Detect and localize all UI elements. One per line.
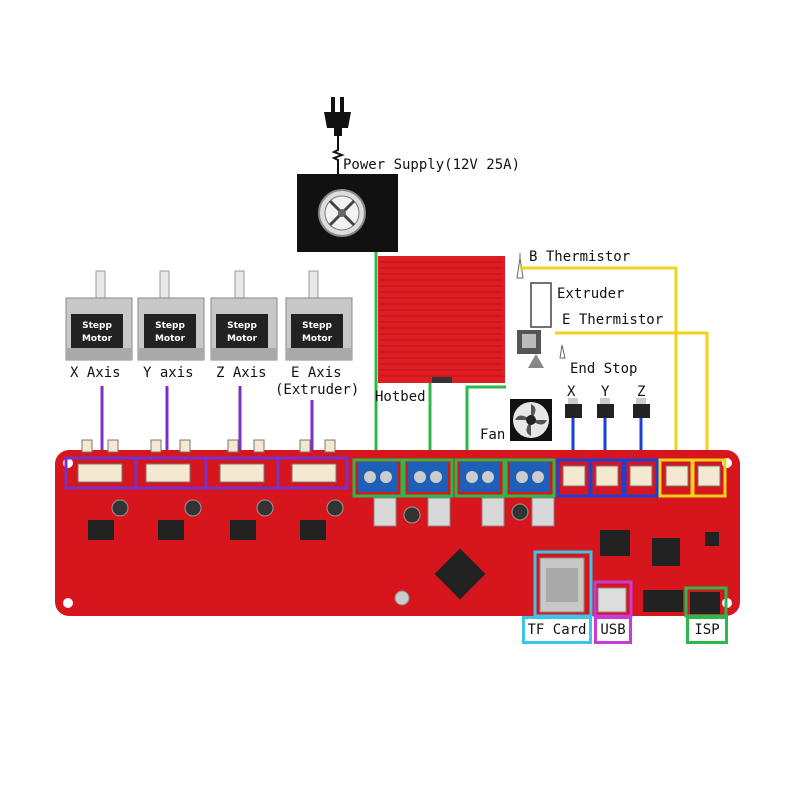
thermistor-icon [516, 253, 524, 279]
thermistor-icon [559, 344, 566, 359]
motor-text-2: Motor [82, 334, 113, 344]
fan-label: Fan [480, 427, 506, 443]
stepper-motor-e: Stepp Motor [285, 270, 353, 361]
motor-e-label: E Axis [291, 365, 342, 381]
stepper-wires [100, 386, 314, 458]
motor-y-label: Y axis [143, 365, 194, 381]
endstop-z-label: Z [637, 384, 646, 400]
power-supply-label: Power Supply(12V 25A) [343, 157, 521, 173]
endstop-outline-y [589, 458, 625, 498]
motor-text-1: Stepp [227, 321, 257, 331]
stepper-motor-y: Stepp Motor [137, 270, 205, 361]
motor-x-label: X Axis [70, 365, 121, 381]
end-stop-label: End Stop [570, 361, 638, 377]
power-wires [374, 252, 532, 460]
motor-text-2: Motor [155, 334, 186, 344]
power-plug-icon [324, 97, 351, 175]
power-outline-1 [352, 458, 404, 498]
power-outline-3 [454, 458, 506, 498]
thermistor-outline-e [691, 458, 727, 498]
usb-label: USB [594, 616, 632, 644]
motor-z-label: Z Axis [216, 365, 267, 381]
motor-text-1: Stepp [82, 321, 112, 331]
endstop-y-label: Y [601, 384, 610, 400]
extruder-icon [517, 282, 552, 368]
end-stop-switch-icon [597, 398, 614, 418]
thermistor-wires [520, 266, 709, 460]
motor-e-label-2: (Extruder) [275, 382, 360, 398]
tf-card-label: TF Card [522, 616, 592, 644]
power-outline-4 [504, 458, 556, 498]
motor-text-1: Stepp [302, 321, 332, 331]
hotbed-icon [378, 256, 505, 383]
controller-board [55, 439, 740, 616]
stepper-motor-z: Stepp Motor [210, 270, 278, 361]
motor-text-2: Motor [302, 334, 333, 344]
e-thermistor-label: E Thermistor [562, 312, 664, 328]
hotbed-label: Hotbed [375, 389, 426, 405]
endstop-outline-z [623, 458, 659, 498]
endstop-x-label: X [567, 384, 576, 400]
motor-text-2: Motor [227, 334, 258, 344]
stepper-motor-x: Stepp Motor [65, 270, 133, 361]
b-thermistor-label: B Thermistor [529, 249, 631, 265]
end-stop-switch-icon [633, 398, 650, 418]
extruder-label: Extruder [557, 286, 625, 302]
end-stop-switch-icon [565, 398, 582, 418]
fan-icon [510, 399, 552, 441]
power-supply-icon [297, 174, 398, 252]
power-outline-2 [402, 458, 454, 498]
isp-label: ISP [686, 616, 728, 644]
motor-text-1: Stepp [155, 321, 185, 331]
